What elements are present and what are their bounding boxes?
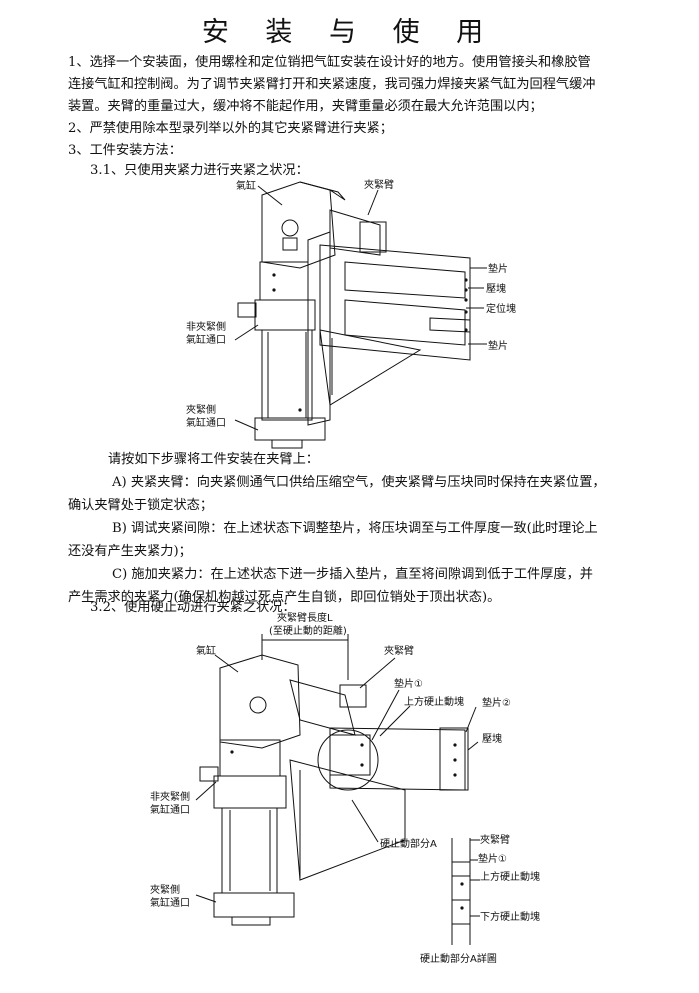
cylinder-bottom-cap (254, 417, 326, 441)
intro-line: 3、工件安装方法： (68, 143, 182, 158)
intro-line: 装置。夹臂的重量过大，缓冲将不能起作用，夹臂重量必须在最大允许范围以内； (68, 99, 543, 114)
label-shim-bottom: 墊片 (488, 339, 508, 352)
step-a-line: 确认夹臂处于锁定状态； (68, 498, 214, 513)
cylinder-upper-body-2 (219, 739, 281, 777)
label-clamp-arm-2: 夾緊臂 (384, 644, 414, 657)
step-b-line: 还没有产生夹紧力)； (68, 544, 192, 559)
label-clamp-side-2: 夾緊側 (150, 883, 180, 896)
label-nonclamp-port: 氣缸通口 (186, 333, 226, 346)
air-port-fitting-2 (199, 766, 219, 782)
cylinder-flange (254, 299, 316, 331)
label-press-block: 壓塊 (486, 282, 506, 295)
intro-paragraphs: 1、选择一个安装面，使用螺栓和定位销把气缸安装在设计好的地方。使用管接头和橡胶管… (68, 52, 634, 162)
intro-line: 2、严禁使用除本型录列举以外的其它夹紧臂进行夹紧； (68, 121, 393, 136)
cylinder-head (261, 181, 336, 269)
clamp-arm-2 (289, 679, 356, 736)
label-nonclamp-side-2: 非夾緊側 (150, 790, 190, 803)
label-arm-length-note: (至硬止動的距離) (269, 624, 347, 637)
label-shim-top: 墊片 (488, 262, 508, 275)
section-3-2-heading: 3.2、使用硬止动进行夹紧之状况： (90, 600, 296, 615)
label-locate-block: 定位塊 (486, 302, 516, 315)
page-title: 安 装 与 使 用 (201, 17, 498, 48)
label-clamp-port-2: 氣缸通口 (150, 896, 190, 909)
label-detail-upper-stop: 上方硬止動塊 (480, 870, 540, 883)
cylinder-head-2 (219, 654, 301, 749)
label-cylinder: 氣缸 (236, 179, 256, 192)
frame-plate (319, 244, 471, 361)
label-clamp-arm: 夾緊臂 (364, 178, 394, 191)
label-clamp-port: 氣缸通口 (186, 416, 226, 429)
label-detail-caption: 硬止動部分A詳圖 (420, 952, 497, 965)
frame-plate-2 (329, 727, 466, 791)
upper-stop-block (329, 734, 371, 776)
intro-line: 连接气缸和控制阀。为了调节夹紧臂打开和夹紧速度，我司强力焊接夹紧气缸为回程气缓冲 (68, 77, 596, 92)
step-c-line: 产生需求的夹紧力(确保机构越过死点产生自锁，即回位销处于顶出状态)。 (68, 590, 501, 605)
detail-lower-stop (451, 899, 471, 925)
cylinder-flange-2 (213, 775, 287, 809)
label-nonclamp-port-2: 氣缸通口 (150, 803, 190, 816)
label-detail-shim1: 墊片① (478, 852, 507, 865)
clamp-arm (329, 209, 381, 256)
step-c-line: C) 施加夹紧力：在上述状态下进一步插入垫片，直至将间隙调到低于工件厚度，并 (112, 567, 593, 582)
cylinder-bottom-cap-2 (213, 892, 295, 918)
air-port-fitting (237, 302, 257, 318)
label-nonclamp-side: 非夾緊側 (186, 320, 226, 333)
label-shim1: 墊片① (394, 677, 423, 690)
label-shim2: 墊片② (482, 696, 511, 709)
cylinder-upper-body (259, 261, 309, 301)
section-3-1-heading: 3.1、只使用夹紧力进行夹紧之状况： (90, 163, 309, 178)
lower-bracket-2 (289, 759, 406, 881)
label-clamp-side: 夾緊側 (186, 403, 216, 416)
detail-shim (451, 861, 471, 877)
detail-upper-stop (451, 875, 471, 901)
install-steps: 请按如下步骤将工件安装在夹臂上： A) 夹紧夹臂：向夹紧侧通气口供给压缩空气，使… (68, 448, 634, 609)
label-cylinder-2: 氣缸 (196, 644, 216, 657)
label-press-block-2: 壓塊 (482, 732, 502, 745)
steps-intro: 请按如下步骤将工件安装在夹臂上： (108, 452, 319, 467)
step-b-line: B) 调试夹紧间隙：在上述状态下调整垫片，将压块调至与工件厚度一致(此时理论上 (112, 521, 598, 536)
intro-line: 1、选择一个安装面，使用螺栓和定位销把气缸安装在设计好的地方。使用管接头和橡胶管 (68, 55, 591, 70)
label-upper-stop: 上方硬止動塊 (404, 695, 464, 708)
step-a-line: A) 夹紧夹臂：向夹紧侧通气口供给压缩空气，使夹紧臂与压块同时保持在夹紧位置， (112, 475, 606, 490)
detail-circle-a (317, 729, 379, 791)
label-detail-clamp-arm: 夾緊臂 (480, 833, 510, 846)
cylinder-tube-2 (221, 807, 278, 894)
label-part-a: 硬止動部分A (380, 837, 437, 850)
label-detail-lower-stop: 下方硬止動塊 (480, 910, 540, 923)
cylinder-tube (261, 329, 313, 421)
lower-bracket (319, 329, 422, 406)
